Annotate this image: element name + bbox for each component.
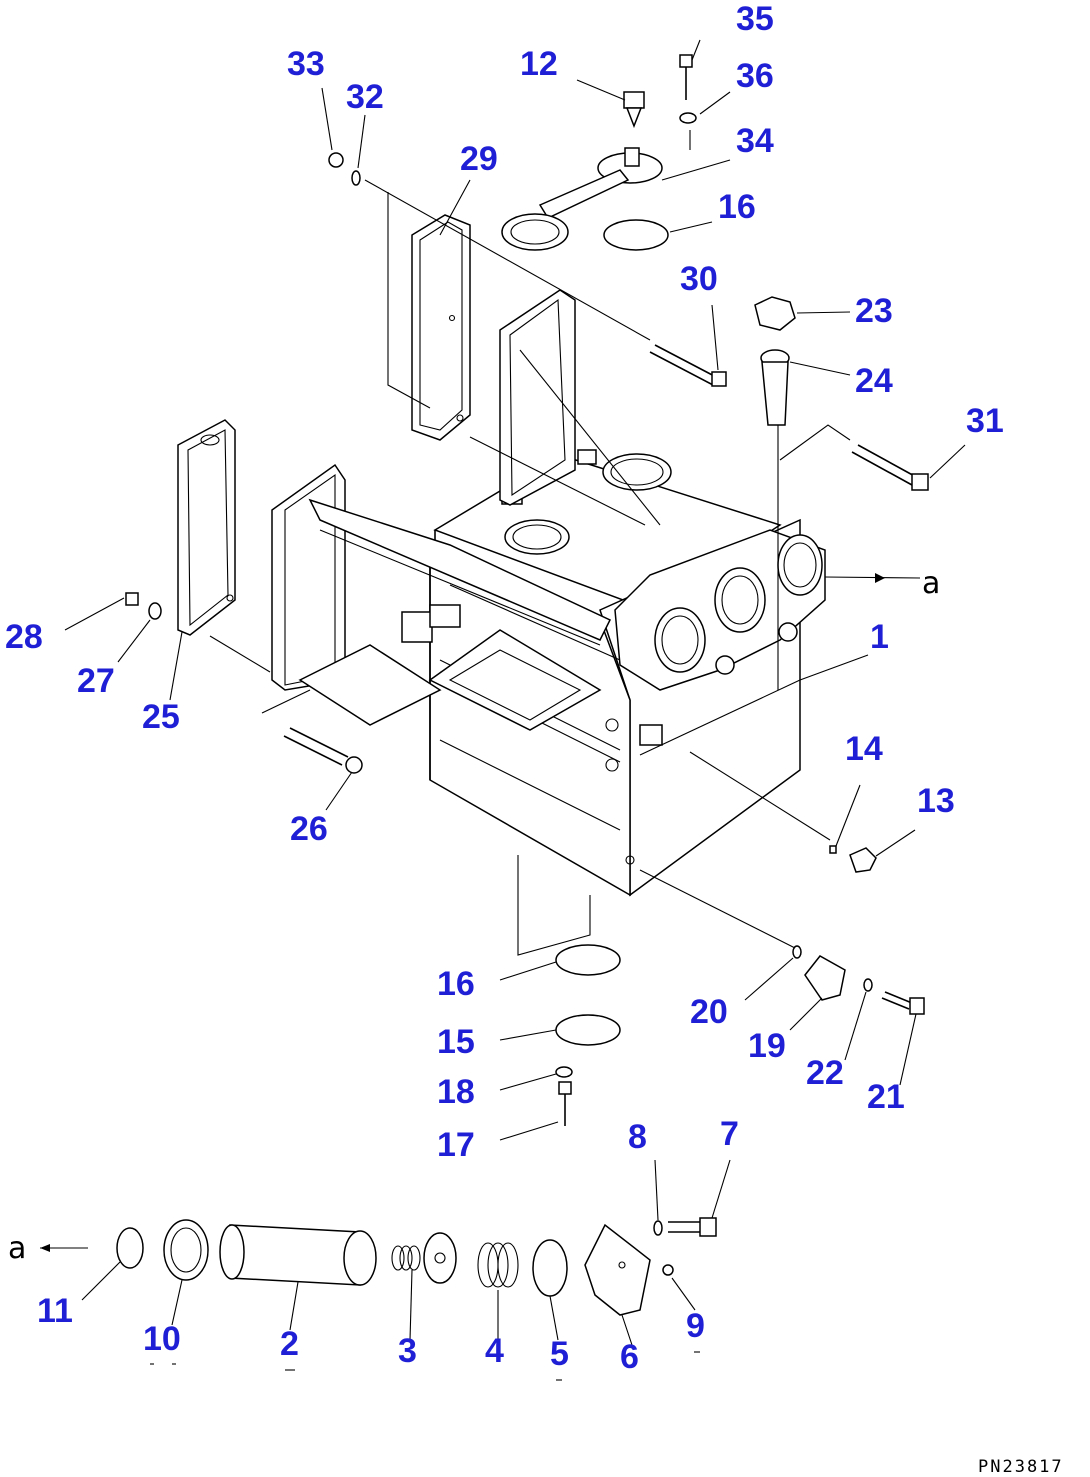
pin-14 <box>829 845 837 854</box>
spring-4 <box>477 1242 519 1288</box>
label-27: 27 <box>77 662 115 700</box>
label-21: 21 <box>867 1078 905 1116</box>
filter-element-2 <box>219 1224 377 1286</box>
washer-36 <box>679 112 697 124</box>
label-9: 9 <box>686 1307 705 1345</box>
label-29: 29 <box>460 140 498 178</box>
arrow-ref-a-left: a <box>8 1231 26 1266</box>
valve-3 <box>423 1232 457 1284</box>
bolt-21 <box>881 991 925 1015</box>
bolt-30 <box>649 344 727 387</box>
label-5: 5 <box>550 1335 569 1373</box>
strainer-23 <box>754 296 796 331</box>
label-36: 36 <box>736 57 774 95</box>
seal-10 <box>163 1219 209 1281</box>
label-6: 6 <box>620 1338 639 1376</box>
bolt-26 <box>283 727 363 774</box>
label-14: 14 <box>845 730 883 768</box>
strainer-24 <box>760 349 790 426</box>
label-33: 33 <box>287 45 325 83</box>
label-4: 4 <box>485 1332 504 1370</box>
label-2: 2 <box>280 1325 299 1363</box>
label-8: 8 <box>628 1118 647 1156</box>
washer-18 <box>555 1066 573 1078</box>
o-ring-16-bottom <box>555 944 621 976</box>
nut-9 <box>662 1264 674 1276</box>
side-frame <box>271 463 612 731</box>
washer-8 <box>653 1220 663 1236</box>
label-26: 26 <box>290 810 328 848</box>
label-1: 1 <box>870 618 889 656</box>
plug-13 <box>849 847 877 873</box>
rear-frame <box>499 289 576 506</box>
cover-29 <box>411 214 471 441</box>
label-28: 28 <box>5 618 43 656</box>
o-ring-16-top <box>603 219 669 251</box>
spring-3 <box>391 1245 421 1271</box>
bolt-7 <box>668 1217 717 1237</box>
part-labels: 35 33 12 36 32 34 29 16 30 23 24 31 a 28… <box>5 0 1004 1376</box>
drawing-code: PN23817 <box>978 1457 1064 1477</box>
o-ring-11 <box>116 1227 144 1269</box>
label-25: 25 <box>142 698 180 736</box>
label-10: 10 <box>143 1320 181 1358</box>
label-12: 12 <box>520 45 558 83</box>
o-ring-20 <box>792 945 802 959</box>
label-24: 24 <box>855 362 893 400</box>
washer-27 <box>148 602 162 620</box>
label-7: 7 <box>720 1115 739 1153</box>
bolt-17 <box>558 1081 572 1126</box>
label-35: 35 <box>736 0 774 38</box>
bolt-28 <box>125 592 139 606</box>
bolt-31 <box>851 444 929 491</box>
bolt-35 <box>679 54 693 100</box>
label-31: 31 <box>966 402 1004 440</box>
label-11: 11 <box>37 1292 73 1330</box>
label-16-top: 16 <box>718 188 756 226</box>
nut-33 <box>328 152 344 168</box>
cover-6 <box>584 1223 651 1316</box>
flange-19 <box>804 955 846 1001</box>
leader-lines <box>40 39 966 1346</box>
label-3: 3 <box>398 1332 417 1370</box>
cover-34 <box>501 147 663 251</box>
label-15: 15 <box>437 1023 475 1061</box>
label-30: 30 <box>680 260 718 298</box>
label-32: 32 <box>346 78 384 116</box>
washer-22 <box>863 978 873 992</box>
label-17: 17 <box>437 1126 475 1164</box>
gasket-5 <box>532 1239 568 1297</box>
label-20: 20 <box>690 993 728 1031</box>
washer-32 <box>351 170 361 186</box>
label-underline-marks <box>150 1351 700 1381</box>
cover-25 <box>177 419 236 636</box>
label-19: 19 <box>748 1027 786 1065</box>
cover-15 <box>555 1014 621 1046</box>
arrow-ref-a-right: a <box>922 566 940 601</box>
label-18: 18 <box>437 1073 475 1111</box>
label-22: 22 <box>806 1054 844 1092</box>
label-23: 23 <box>855 292 893 330</box>
label-13: 13 <box>917 782 955 820</box>
label-34: 34 <box>736 122 774 160</box>
plug-12 <box>623 91 645 129</box>
label-16-bottom: 16 <box>437 965 475 1003</box>
